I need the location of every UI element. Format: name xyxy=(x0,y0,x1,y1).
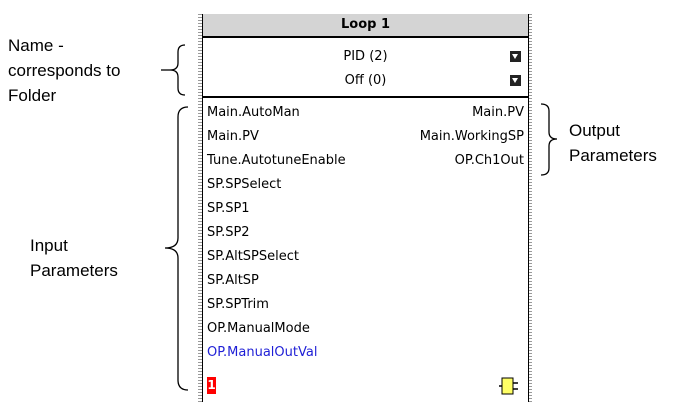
output-param[interactable]: Main.WorkingSP xyxy=(419,129,524,144)
input-param[interactable]: SP.AltSPSelect xyxy=(207,249,299,264)
dropdown-icon[interactable] xyxy=(510,51,521,62)
input-param[interactable]: SP.SP2 xyxy=(207,225,250,240)
output-annotation-line-2: Parameters xyxy=(569,146,657,165)
output-annotation-line-1: Output xyxy=(569,121,621,140)
input-annotation-line-1: Input xyxy=(30,236,68,255)
name-annotation-line-1: Name - xyxy=(8,36,64,55)
output-annotation: Output Parameters xyxy=(569,118,657,168)
input-annotation: Input Parameters xyxy=(30,233,118,283)
input-param[interactable]: Tune.AutotuneEnable xyxy=(207,153,346,168)
input-param[interactable]: SP.SP1 xyxy=(207,201,250,216)
mode-selector[interactable]: PID (2) xyxy=(203,46,528,70)
block-title: Loop 1 xyxy=(340,17,391,32)
input-param[interactable]: SP.SPTrim xyxy=(207,297,269,312)
mode-selector-value: PID (2) xyxy=(343,49,388,64)
input-param[interactable]: SP.AltSP xyxy=(207,273,259,288)
state-selector[interactable]: Off (0) xyxy=(203,70,528,94)
name-annotation: Name - corresponds to Folder xyxy=(8,33,120,108)
input-param[interactable]: Main.PV xyxy=(207,129,259,144)
block-id-badge: 1 xyxy=(207,377,216,394)
state-selector-value: Off (0) xyxy=(344,73,387,88)
input-param-wired[interactable]: OP.ManualOutVal xyxy=(207,345,318,360)
input-brace xyxy=(164,106,189,391)
header-separator xyxy=(203,96,528,98)
dropdown-icon[interactable] xyxy=(510,75,521,86)
name-annotation-line-3: Folder xyxy=(8,86,57,105)
name-brace xyxy=(169,44,186,96)
function-block[interactable]: Loop 1 PID (2) Off (0) Main.AutoMan Main… xyxy=(202,14,529,402)
input-param[interactable]: Main.AutoMan xyxy=(207,105,300,120)
output-param[interactable]: OP.Ch1Out xyxy=(454,153,524,168)
block-title-bar[interactable]: Loop 1 xyxy=(203,14,528,38)
block-connector-icon[interactable] xyxy=(499,377,519,395)
input-annotation-line-2: Parameters xyxy=(30,261,118,280)
input-param[interactable]: SP.SPSelect xyxy=(207,177,282,192)
block-right-edge xyxy=(528,14,532,402)
block-left-edge xyxy=(198,14,202,402)
output-param[interactable]: Main.PV xyxy=(472,105,524,120)
output-brace xyxy=(540,103,558,176)
input-param[interactable]: OP.ManualMode xyxy=(207,321,310,336)
name-annotation-line-2: corresponds to xyxy=(8,61,121,80)
